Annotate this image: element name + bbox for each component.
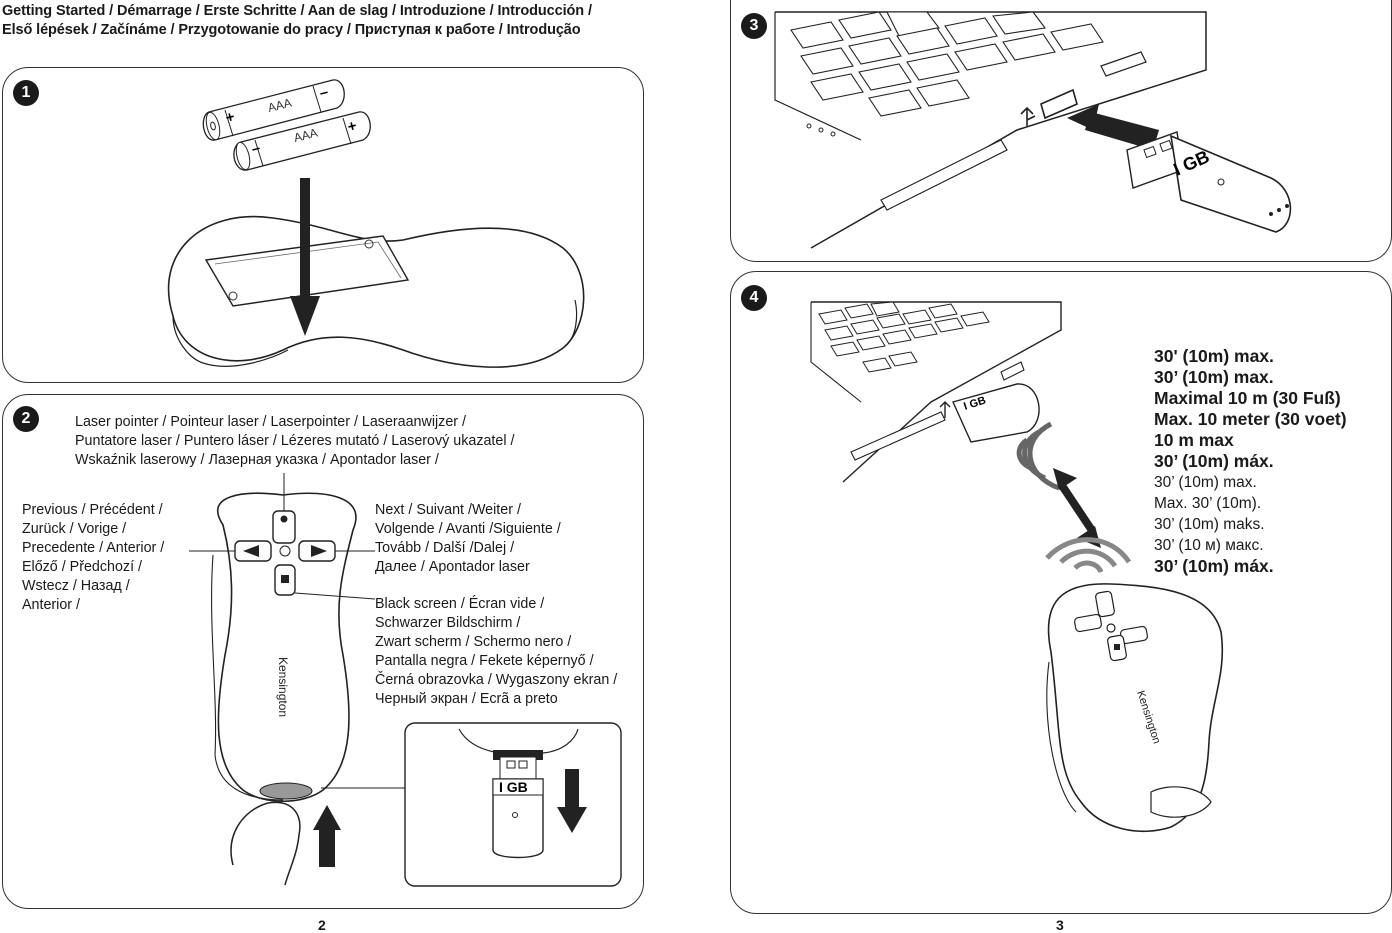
step-2-panel: 2 Laser pointer / Pointeur laser / Laser… [2, 394, 644, 909]
battery-top-plus: + [224, 108, 237, 127]
next-button-label: Next / Suivant /Weiter / Volgende / Avan… [375, 502, 561, 575]
range-line-es: 30’ (10m) máx. [1154, 451, 1274, 471]
inset-receiver-label: I GB [499, 779, 528, 795]
battery-bottom-minus: – [250, 139, 262, 158]
header-line-2: Első lépések / Začínáme / Przygotowanie … [2, 22, 581, 38]
battery-bottom: AAA – + [233, 111, 371, 171]
battery-bottom-plus: + [346, 117, 359, 136]
range-line-it: 10 m max [1154, 430, 1234, 450]
usb-receiver: I GB [1126, 131, 1292, 233]
range-line-pt: 30’ (10m) máx. [1154, 556, 1274, 576]
range-line-pl: 30’ (10m) maks. [1154, 516, 1265, 533]
usb-icon [939, 401, 951, 418]
range-line-cs: Max. 30’ (10m). [1154, 495, 1262, 512]
previous-button-label: Previous / Précédent / Zurück / Vorige /… [22, 502, 165, 613]
step-badge-2: 2 [13, 406, 39, 432]
receiver-insert-illustration: I GB [774, 11, 1292, 249]
presenter-illustration: Kensington I GB [189, 473, 622, 887]
range-line-fr: 30’ (10m) max. [1154, 367, 1274, 387]
page-number-right: 3 [1056, 917, 1064, 933]
page-number-left: 2 [318, 917, 326, 933]
laser-pointer-label: Laser pointer / Pointeur laser / Laserpo… [75, 414, 515, 468]
range-line-ru: 30’ (10 м) макс. [1154, 537, 1264, 554]
battery-top-minus: – [318, 83, 330, 102]
step-4-panel: 4 I GB [730, 271, 1392, 914]
black-screen-button-label: Black screen / Écran vide / Schwarzer Bi… [375, 596, 618, 707]
battery-install-illustration: AAA + – AAA – + [167, 79, 585, 368]
battery-bottom-label: AAA [292, 126, 319, 145]
step-badge-3: 3 [741, 13, 767, 39]
header-line-1: Getting Started / Démarrage / Erste Schr… [2, 3, 592, 19]
range-spec-list: 30' (10m) max. 30’ (10m) max. Maximal 10… [1154, 346, 1347, 577]
step-3-panel: 3 I GB [730, 0, 1392, 262]
range-illustration: I GB Kensington [810, 301, 1224, 833]
step-badge-4: 4 [741, 285, 767, 311]
step-badge-1: 1 [13, 80, 39, 106]
battery-top-label: AAA [266, 96, 293, 115]
range-line-nl: Max. 10 meter (30 voet) [1154, 409, 1347, 429]
range-line-hu: 30’ (10m) max. [1154, 474, 1257, 491]
range-line-en: 30' (10m) max. [1154, 346, 1274, 366]
battery-top: AAA + – [202, 79, 345, 141]
step-1-panel: 1 AAA + – AAA – [2, 67, 644, 383]
page-header: Getting Started / Démarrage / Erste Schr… [2, 2, 642, 40]
range-line-de: Maximal 10 m (30 Fuß) [1154, 388, 1341, 408]
presenter-brand: Kensington [276, 657, 290, 717]
usb-icon [1020, 106, 1036, 126]
